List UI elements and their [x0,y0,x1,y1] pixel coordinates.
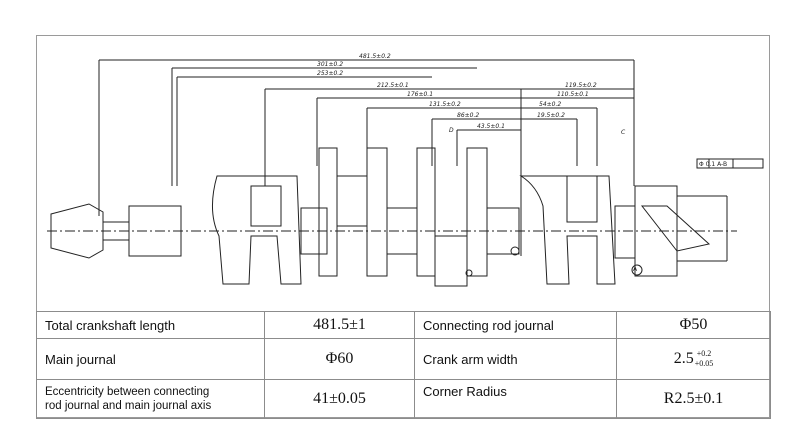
dim-r4: 19.5±0.2 [537,112,565,119]
dim-d7: 43.5±0.1 [477,123,505,130]
rod-journal-value: Φ50 [616,311,771,339]
spec-table: Total crankshaft length 481.5±1 Connecti… [36,311,771,419]
eccentricity-label: Eccentricity between connecting rod jour… [36,379,265,419]
table-row: Eccentricity between connecting rod jour… [36,379,771,419]
dim-overall: 481.5±0.2 [359,53,391,60]
section-c-label: C [621,129,626,136]
dim-d2: 253±0.2 [317,70,343,77]
datum-a-label: A [633,266,638,273]
table-row: Total crankshaft length 481.5±1 Connecti… [36,311,771,339]
section-d-label: D [449,127,454,134]
dim-r3: 54±0.2 [539,101,561,108]
table-row: Main journal Φ60 Crank arm width 2.5 +0.… [36,338,771,380]
rod-journal-label: Connecting rod journal [414,311,617,339]
dim-d3: 212.5±0.1 [377,82,409,89]
corner-radius-label: Corner Radius [414,379,617,419]
dim-d4: 176±0.1 [407,91,433,98]
dim-d6: 86±0.2 [457,112,479,119]
dim-r2: 110.5±0.1 [557,91,589,98]
dim-d1: 301±0.2 [317,61,343,68]
crank-arm-width-lower-tol: +0.05 [694,359,714,368]
dim-d5: 131.5±0.2 [429,101,461,108]
crank-arm-width-value: 2.5 +0.2 +0.05 [616,338,771,380]
eccentricity-label-line2: rod journal and main journal axis [45,400,212,412]
datum-callout: Φ 0.1 A-B [699,161,727,168]
corner-radius-value: R2.5±0.1 [616,379,771,419]
eccentricity-value: 41±0.05 [264,379,415,419]
main-journal-label: Main journal [36,338,265,380]
crankshaft-drawing: 481.5±0.2 301±0.2 253±0.2 212.5±0.1 176±… [47,53,764,287]
main-journal-value: Φ60 [264,338,415,380]
total-length-label: Total crankshaft length [36,311,265,339]
eccentricity-label-line1: Eccentricity between connecting [45,386,210,398]
crank-arm-width-base: 2.5 [673,350,694,367]
crank-arm-width-label: Crank arm width [414,338,617,380]
crank-arm-width-upper-tol: +0.2 [696,349,712,358]
dim-r1: 119.5±0.2 [565,82,597,89]
total-length-value: 481.5±1 [264,311,415,339]
